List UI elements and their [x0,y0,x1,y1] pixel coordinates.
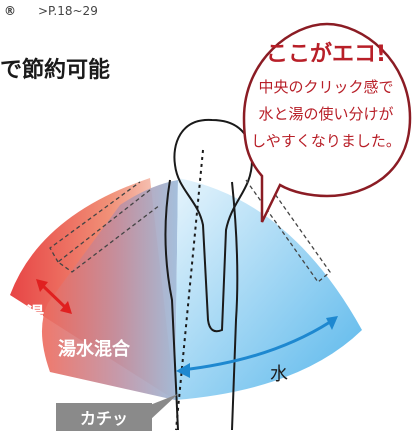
hot-label: 湯 [26,304,44,325]
headline: で節約可能 [0,58,111,83]
cold-label: 水 [270,364,288,385]
page-range: >P.18~29 [38,4,98,18]
mixed-label: 湯水混合 [58,339,130,360]
registered-mark: ® [4,4,16,18]
callout-line: 水と湯の使い分けが [258,105,394,123]
hot-arrow-head-a [36,279,48,292]
cold-arrow-head-right [326,316,338,330]
callout-title: ここがエコ! [265,42,387,67]
cold-sector [175,178,362,400]
cold-arrow [181,320,331,372]
dashed-lever-left-side [49,181,141,263]
callout-body: 中央のクリック感で 水と湯の使い分けが しやすくなりました。 [246,74,406,155]
callout-bubble [242,22,412,223]
mixed-sector [41,180,178,400]
hot-arrow [40,283,68,310]
center-line [175,149,204,431]
callout-line: しやすくなりました。 [251,132,401,150]
body-left [164,179,179,431]
click-pointer [150,394,178,420]
dashed-lever-left [56,189,161,273]
click-tag: カチッ [56,403,152,431]
page-reference: ® >P.18~29 [0,4,98,18]
body-right [231,181,239,431]
callout-line: 中央のクリック感で [258,78,394,96]
cold-arrow-head-left [176,363,190,378]
hot-arrow-head-b [60,301,72,314]
